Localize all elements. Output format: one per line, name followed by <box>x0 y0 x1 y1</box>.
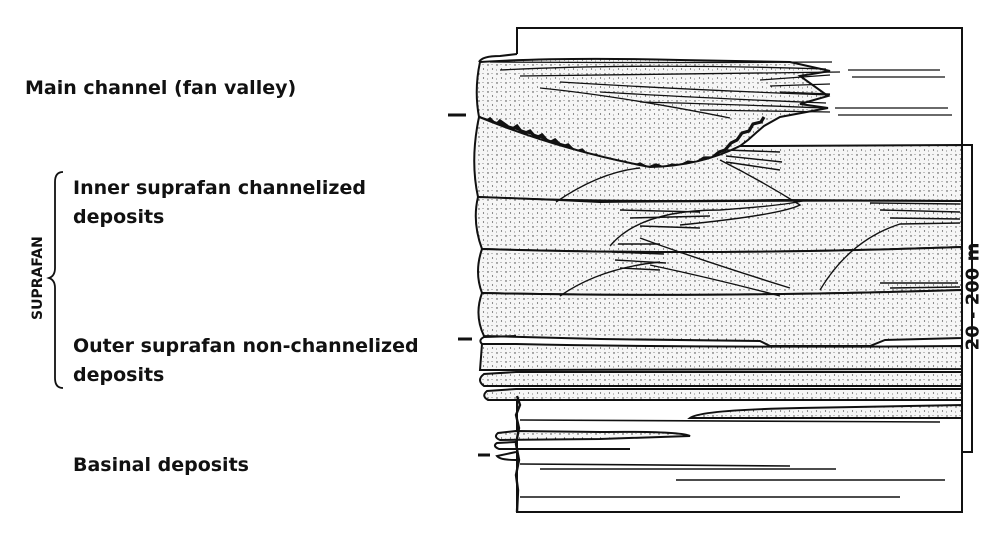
suprafan-brace <box>49 172 63 388</box>
outer-suprafan-beds <box>480 344 962 418</box>
basinal-layers <box>495 396 690 512</box>
